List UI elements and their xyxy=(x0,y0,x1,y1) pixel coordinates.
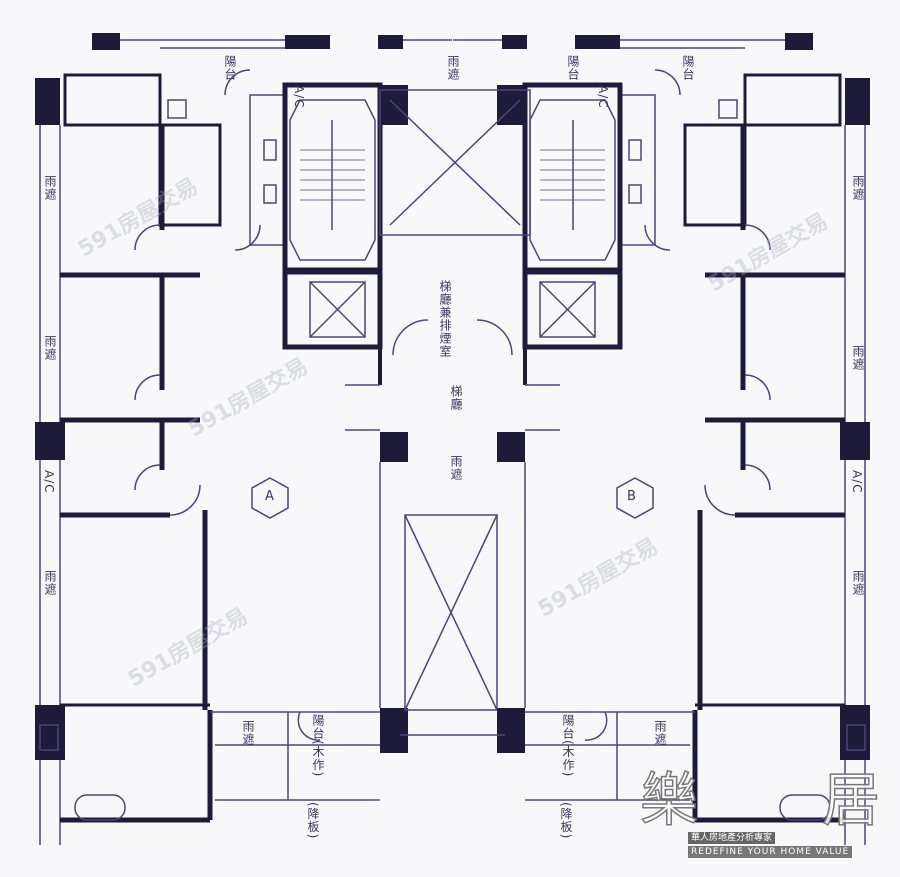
rain-cover-label: 雨遮 xyxy=(653,720,667,746)
lowered-floor-label: (降板) xyxy=(559,802,573,840)
balcony-label: 陽台 xyxy=(681,55,695,81)
ac-label: A/C xyxy=(292,85,306,109)
rain-cover-label: 雨遮 xyxy=(43,175,57,201)
unit-a-label: A xyxy=(265,489,274,504)
rain-cover-label: 雨遮 xyxy=(43,570,57,596)
rain-cover-label: 雨遮 xyxy=(851,175,865,201)
ac-label: A/C xyxy=(596,85,610,109)
lobby-label: 梯廳 xyxy=(449,385,463,411)
unit-b-label: B xyxy=(627,489,636,504)
lowered-floor-label: (降板) xyxy=(306,802,320,840)
ac-label: A/C xyxy=(42,470,56,494)
logo-slogan-cn: 華人房地產分析專家 xyxy=(688,832,776,844)
balcony-label: 陽台 xyxy=(223,55,237,81)
logo-slogan-en: REDEFINE YOUR HOME VALUE xyxy=(688,846,853,858)
lobby-smoke-room-label: 梯廳兼排煙室 xyxy=(438,280,452,358)
rain-cover-label: 雨遮 xyxy=(851,345,865,371)
rain-cover-label: 雨遮 xyxy=(241,720,255,746)
balcony-wood-label: 陽台(木作) xyxy=(561,714,575,778)
balcony-label: 陽台 xyxy=(566,55,580,81)
ac-label: A/C xyxy=(850,470,864,494)
rain-cover-label: 雨遮 xyxy=(446,55,460,81)
balcony-wood-label: 陽台(木作) xyxy=(311,714,325,778)
logo: 樂居 xyxy=(639,766,881,834)
rain-cover-label: 雨遮 xyxy=(449,455,463,481)
rain-cover-label: 雨遮 xyxy=(851,570,865,596)
rain-cover-label: 雨遮 xyxy=(43,335,57,361)
